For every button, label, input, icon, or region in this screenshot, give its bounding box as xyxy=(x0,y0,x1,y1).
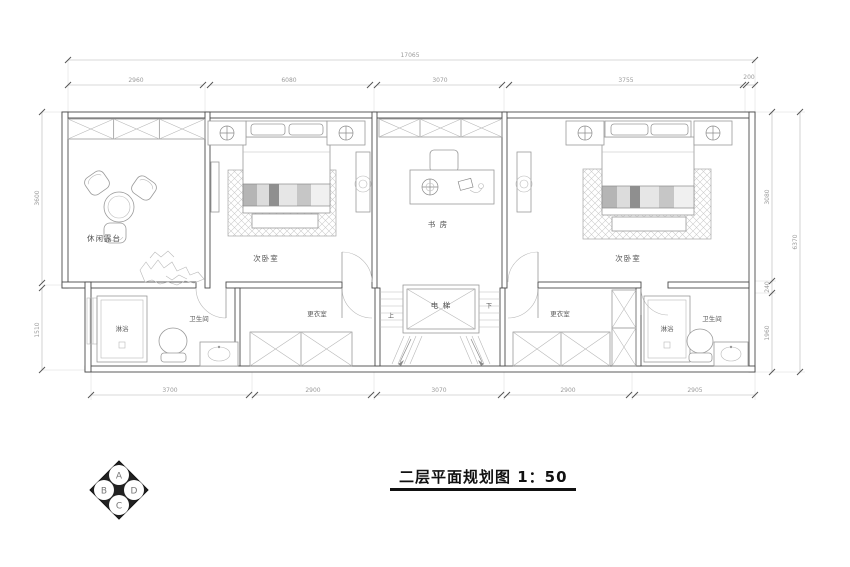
elevator-stairs: 电 梯 上 下 xyxy=(380,284,500,366)
room-bathroom-right: 淋浴 卫生间 xyxy=(643,295,749,367)
lamp-icon xyxy=(705,125,721,141)
lamp-icon xyxy=(577,125,593,141)
dim-right-1: 3080 xyxy=(764,189,771,204)
tall-cabinet-icon xyxy=(611,289,637,367)
bed-icon xyxy=(601,120,695,216)
dim-left-1: 3600 xyxy=(34,190,41,205)
bedroom-right-label: 次卧室 xyxy=(615,253,641,263)
plants-icon xyxy=(139,250,205,286)
room-dressing-left: 更衣室 xyxy=(249,309,353,367)
dim-right-3: 1960 xyxy=(764,325,771,340)
logo-letter-d: D xyxy=(131,487,138,497)
pillow-icon xyxy=(610,123,649,136)
lamp-icon xyxy=(219,125,235,141)
pergola-grid-icon xyxy=(67,118,206,140)
dim-bottom-2: 2900 xyxy=(305,387,320,394)
bookshelf-icon xyxy=(378,118,503,138)
chair-icon xyxy=(84,170,110,196)
elevator-label: 电 梯 xyxy=(431,300,451,310)
logo-diamond-icon xyxy=(89,460,149,520)
round-table-icon xyxy=(103,191,135,223)
dim-top-5: 200 xyxy=(743,74,755,81)
phone-icon xyxy=(457,177,484,193)
title-block: 二层平面规划图 1：50 xyxy=(390,468,576,491)
room-bathroom-left: 淋浴 卫生间 xyxy=(86,295,239,367)
door-arc-dressing-left xyxy=(341,287,373,319)
walls xyxy=(61,111,756,373)
room-bedroom-left: 次卧室 xyxy=(207,120,372,263)
desk-lamp-icon xyxy=(421,178,439,196)
bed-bench-icon xyxy=(611,216,687,232)
door-arc-bathroom-left xyxy=(195,287,227,319)
pillow-icon xyxy=(650,123,689,136)
shower-icon xyxy=(96,295,148,363)
bed-icon xyxy=(242,120,331,214)
sink-icon xyxy=(199,341,239,367)
elevator-icon: 电 梯 xyxy=(402,284,480,334)
dim-bottom-1: 3700 xyxy=(162,387,177,394)
stair-flight-icon xyxy=(391,335,423,366)
dressing-left-label: 更衣室 xyxy=(307,309,327,318)
drawing-title: 二层平面规划图 1：50 xyxy=(399,468,568,486)
room-dressing-right: 更衣室 xyxy=(512,289,637,367)
dressing-right-label: 更衣室 xyxy=(550,309,570,318)
door-arc-bathroom-right xyxy=(640,287,669,316)
toilet-icon xyxy=(158,327,188,363)
dim-top-total: 17065 xyxy=(400,52,419,59)
logo: A B C D xyxy=(89,460,149,520)
stair-down-label: 下 xyxy=(486,303,492,310)
room-bedroom-right: 次卧室 xyxy=(515,120,733,263)
chair-icon xyxy=(131,175,157,201)
cabinet-icon xyxy=(355,151,371,213)
logo-letter-a: A xyxy=(116,472,123,482)
study-label: 书 房 xyxy=(428,219,448,229)
sink-icon xyxy=(713,341,749,367)
dim-bottom-5: 2905 xyxy=(687,387,702,394)
bathroom-right-label: 卫生间 xyxy=(702,314,722,323)
potted-plant-icon xyxy=(515,175,533,193)
dim-top-3: 3070 xyxy=(432,77,447,84)
bed-bench-icon xyxy=(251,213,319,229)
shower-left-label: 淋浴 xyxy=(116,324,130,333)
chair-icon xyxy=(103,222,127,244)
dim-bottom-4: 2900 xyxy=(560,387,575,394)
dim-bottom-3: 3070 xyxy=(431,387,446,394)
room-terrace: 休闲露台 xyxy=(67,118,206,286)
pillow-icon xyxy=(288,123,324,136)
door-arc-dressing-right xyxy=(507,287,539,319)
potted-plant-icon xyxy=(354,175,372,193)
logo-letter-c: C xyxy=(116,502,122,512)
terrace-label: 休闲露台 xyxy=(87,233,121,243)
dim-left-2: 1510 xyxy=(34,322,41,337)
title-underline xyxy=(390,488,576,491)
stair-flight-icon xyxy=(459,335,491,366)
dim-top-4: 3755 xyxy=(618,77,633,84)
cabinet-icon xyxy=(210,161,220,213)
shower-icon xyxy=(643,295,691,363)
shower-right-label: 淋浴 xyxy=(661,324,675,333)
desk-chair-icon xyxy=(429,149,459,173)
cabinet-icon xyxy=(516,151,532,213)
dimension-lines xyxy=(38,56,805,400)
door-arc-bedroom-left xyxy=(341,251,373,283)
dim-right-total: 6370 xyxy=(792,234,799,249)
room-study: 书 房 xyxy=(378,118,503,229)
bedroom-left-label: 次卧室 xyxy=(253,253,279,263)
lamp-icon xyxy=(338,125,354,141)
door-arc-bedroom-right xyxy=(507,251,539,283)
bathroom-left-label: 卫生间 xyxy=(189,314,209,323)
wardrobe-icon xyxy=(249,331,353,367)
dim-right-2: 240 xyxy=(764,281,771,293)
stair-treads-icon xyxy=(380,291,500,328)
dim-top-2: 6080 xyxy=(281,77,296,84)
stair-up-label: 上 xyxy=(388,312,394,320)
dim-top-1: 2960 xyxy=(128,77,143,84)
logo-letter-b: B xyxy=(101,487,107,497)
pillow-icon xyxy=(250,123,286,136)
doors xyxy=(195,251,669,319)
toilet-icon xyxy=(686,328,714,363)
wardrobe-icon xyxy=(512,331,611,367)
